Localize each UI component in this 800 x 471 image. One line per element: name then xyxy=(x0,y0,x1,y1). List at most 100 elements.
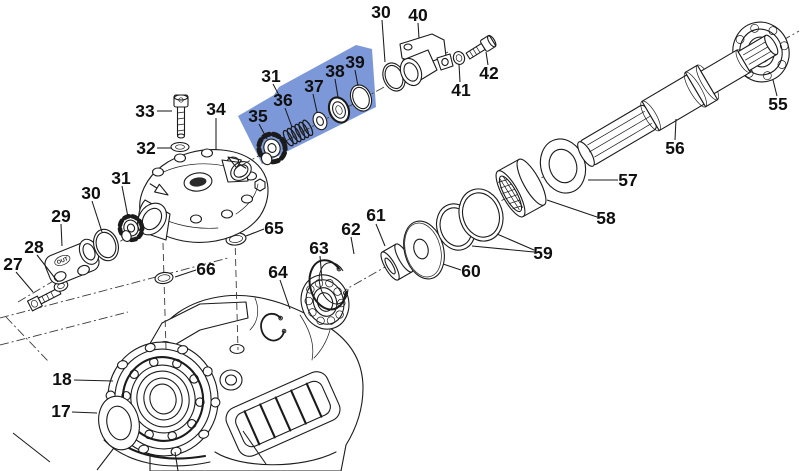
part-label-61[interactable]: 61 xyxy=(366,205,386,225)
washer-57 xyxy=(539,138,587,194)
crankcase-drawing xyxy=(12,294,364,471)
leader-line-37 xyxy=(312,93,318,113)
part-label-29[interactable]: 29 xyxy=(51,206,71,226)
stud-line-left xyxy=(162,242,167,350)
leader-line-38 xyxy=(334,78,339,98)
valve-assembly-31-left xyxy=(117,213,145,243)
part-label-63[interactable]: 63 xyxy=(309,238,329,258)
part-label-34[interactable]: 34 xyxy=(206,99,226,119)
valve-poppet-35 xyxy=(256,131,288,166)
needle-bearing-58 xyxy=(495,158,547,218)
part-label-60[interactable]: 60 xyxy=(461,261,481,281)
leader-line-63 xyxy=(319,255,323,281)
part-label-36[interactable]: 36 xyxy=(273,90,293,110)
leader-line-64 xyxy=(279,279,291,310)
bolt-27 xyxy=(26,287,62,312)
part-label-18[interactable]: 18 xyxy=(52,369,72,389)
part-label-17[interactable]: 17 xyxy=(51,401,70,421)
flow-arrow-icon xyxy=(227,156,247,169)
leader-line-28 xyxy=(36,254,59,283)
leader-line-62 xyxy=(350,236,355,255)
ribbed-sump xyxy=(225,371,341,457)
part-label-57[interactable]: 57 xyxy=(618,170,637,190)
spacer-ring-61 xyxy=(380,243,414,281)
stud-line-right xyxy=(234,236,239,351)
leader-line-60 xyxy=(442,263,462,271)
bearing-18-assembly xyxy=(105,341,221,457)
washer-60 xyxy=(403,220,445,280)
part-label-31[interactable]: 31 xyxy=(111,168,131,188)
cutoff-leader-4 xyxy=(12,432,51,463)
leader-line-61 xyxy=(375,223,386,247)
part-label-41[interactable]: 41 xyxy=(451,80,471,100)
part-label-28[interactable]: 28 xyxy=(24,237,44,257)
leader-line-41 xyxy=(458,63,461,83)
part-label-64[interactable]: 64 xyxy=(268,262,288,282)
needle-rollers xyxy=(498,176,524,210)
stud-bore-right xyxy=(229,343,245,355)
bolt-42 xyxy=(465,34,497,60)
cut-plane-connector xyxy=(5,316,49,362)
seal-ring-59b xyxy=(458,188,504,242)
cut-plane-line-lower xyxy=(0,311,129,346)
leader-line-66 xyxy=(174,269,197,278)
leader-line-30 xyxy=(381,19,386,63)
oil-seal-17 xyxy=(98,395,140,451)
o-ring-30-left xyxy=(93,228,119,262)
washer-32 xyxy=(170,141,190,153)
part-label-58[interactable]: 58 xyxy=(596,208,616,228)
part-label-55[interactable]: 55 xyxy=(768,94,788,114)
circlip-62 xyxy=(308,259,349,311)
leader-line-17 xyxy=(71,411,98,414)
leader-line-65 xyxy=(245,228,265,237)
pto-shaft-56 xyxy=(577,34,779,167)
part-label-30[interactable]: 30 xyxy=(371,2,391,22)
o-ring-39 xyxy=(349,84,373,112)
manifold-40 xyxy=(399,33,454,87)
part-label-32[interactable]: 32 xyxy=(136,138,156,158)
leader-line-18 xyxy=(73,379,114,382)
part-label-56[interactable]: 56 xyxy=(665,138,685,158)
head-hex-plug xyxy=(254,178,266,192)
o-ring-66 xyxy=(154,271,174,285)
part-label-39[interactable]: 39 xyxy=(345,52,365,72)
part-label-59[interactable]: 59 xyxy=(533,243,553,263)
valve-seat-37 xyxy=(312,111,328,131)
snap-ring-64 xyxy=(260,312,287,342)
leader-line-39 xyxy=(354,69,359,87)
leader-line-27 xyxy=(15,271,34,293)
cutoff-leader-2 xyxy=(174,451,179,471)
part-label-40[interactable]: 40 xyxy=(408,5,428,25)
valve-seat-38 xyxy=(327,96,351,124)
part-label-35[interactable]: 35 xyxy=(248,106,268,126)
washer-41 xyxy=(452,51,466,65)
leader-line-29 xyxy=(60,223,63,247)
leader-line-59 xyxy=(496,233,535,251)
part-label-37[interactable]: 37 xyxy=(304,76,323,96)
leader-line-58 xyxy=(546,199,598,218)
part-label-66[interactable]: 66 xyxy=(196,259,216,279)
pump-head-drawing xyxy=(137,148,269,243)
part-label-31[interactable]: 31 xyxy=(261,66,281,86)
cutoff-leader-3 xyxy=(242,430,267,465)
outlet-fitting-29: OUT xyxy=(44,238,100,285)
leader-line-40 xyxy=(417,22,420,39)
leader-line-30 xyxy=(91,200,103,233)
part-label-65[interactable]: 65 xyxy=(264,218,284,238)
leader-line-35 xyxy=(258,123,268,140)
leader-line-55 xyxy=(772,79,778,97)
part-label-38[interactable]: 38 xyxy=(325,61,345,81)
leader-line-31 xyxy=(272,83,281,98)
leader-line-36 xyxy=(284,107,293,128)
part-label-30[interactable]: 30 xyxy=(81,183,101,203)
leader-line-59 xyxy=(471,245,535,253)
part-label-27[interactable]: 27 xyxy=(3,254,22,274)
part-label-62[interactable]: 62 xyxy=(341,219,361,239)
part-label-42[interactable]: 42 xyxy=(479,63,499,83)
part-label-33[interactable]: 33 xyxy=(135,101,155,121)
bolt-33 xyxy=(173,94,189,139)
leader-line-31 xyxy=(121,185,129,218)
